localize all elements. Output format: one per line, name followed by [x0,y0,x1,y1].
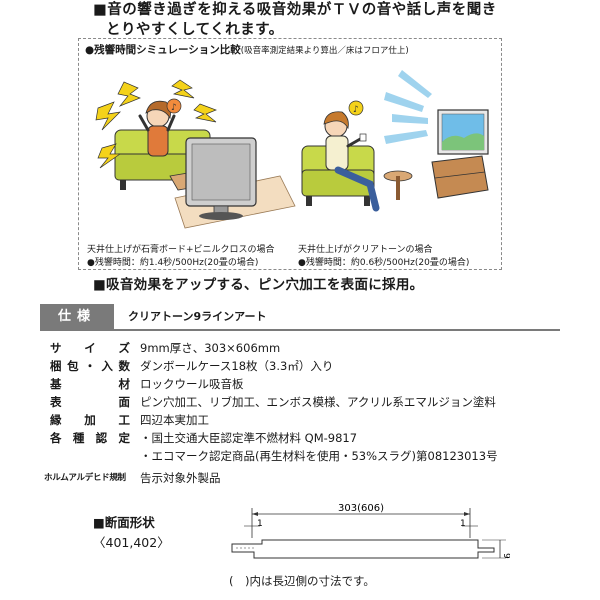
dim-total: 303(606) [338,503,384,514]
headline-line-2: とりやすくしてくれます。 [106,22,284,38]
pinhole-subhead: ■吸音効果をアップする、ピン穴加工を表面に採用。 [93,277,424,293]
simulation-note: (吸音率測定結果より算出／床はフロア仕上) [240,46,409,56]
spec-row-label: 梱包・入数 [50,358,130,374]
left-caption-1: 天井仕上げが石膏ボード+ビニルクロスの場合 [87,245,275,255]
dim-edge-left: 1 [257,519,263,529]
spec-row-label: ホルムアルデヒド規制 [44,470,126,486]
board-profile [231,539,495,559]
spec-row-label-char: 加 [84,413,96,427]
dim-thickness: 9 [501,553,510,559]
spec-row-value: ・国土交通大臣認定準不燃材料 QM-9817 [140,431,358,445]
right-tv-stand [431,155,489,199]
spec-row-label: 基材 [50,376,130,392]
spec-row-label-char: 定 [118,431,130,445]
left-caption: 天井仕上げが石膏ボード+ビニルクロスの場合 ●残響時間：約1.4秒/500Hz(… [87,244,275,270]
spec-row-label-char: 種 [72,431,85,445]
left-scene: ♪ [95,79,296,229]
spec-row-label-char: 入 [101,359,113,373]
spec-row-value: 告示対象外製品 [140,471,221,485]
left-caption-2: ●残響時間：約1.4秒/500Hz(20畳の場合) [87,258,259,268]
shock-lightning-icon [95,79,217,169]
spec-row-label-char: 基 [50,377,62,391]
svg-text:♪: ♪ [353,105,359,115]
dimension-note: ( )内は長辺側の寸法です。 [229,574,375,588]
spec-row-label-char: 包 [67,359,79,373]
svg-text:♪: ♪ [171,103,177,113]
headline: ■音の響き過ぎを抑える吸音効果がＴＶの音や話し声を聞き とりやすくしてくれます。 [93,0,533,40]
spec-row-label: 表面 [50,394,130,410]
spec-divider [40,329,560,331]
spec-row-label-char: 表 [50,395,62,409]
spec-row-label-char: ・ [84,359,96,373]
simulation-panel [78,38,502,270]
spec-label: 仕様 [40,304,114,329]
simulation-title: ●残響時間シミュレーション比較(吸音率測定結果より算出／床はフロア仕上) [85,44,409,56]
right-caption-1: 天井仕上げがクリアトーンの場合 [298,245,433,255]
spec-row-label-char: サ [50,341,62,355]
spec-row-label: 各種認定 [50,430,130,446]
spec-row-value: 四辺本実加工 [140,413,209,427]
spec-row-label: サイズ [50,340,130,356]
spec-row-value: ・エコマーク認定商品(再生材料を使用・53%スラグ)第08123013号 [140,449,498,463]
section-codes: 〈401,402〉 [93,535,170,550]
spec-row-value: 9mm厚さ、303×606mm [140,341,281,355]
spec-row-label-char: 材 [118,377,131,391]
spec-row-label-char: 各 [50,431,62,445]
section-title: ■断面形状 [93,515,155,530]
spec-row-label-char: 面 [118,395,131,409]
spec-product-name: クリアトーン9ラインアート [128,310,267,323]
spec-row-value: ピン穴加工、リブ加工、エンボス模様、アクリル系エマルジョン塗料 [140,395,496,409]
spec-row-label-char: 縁 [50,413,62,427]
spec-row-label: 縁加工 [50,412,130,428]
cross-section-diagram: 303(606) 1 1 9 [231,503,510,559]
spec-row-label-char: ホルムアルデヒド規制 [44,473,126,483]
spec-row-label-char: 認 [95,431,108,445]
music-note-icon [166,98,182,114]
reverberation-illustration: ♪ ♪ [95,70,489,229]
sound-wave-icon [384,70,432,144]
spec-row-label-char: イ [84,341,96,355]
spec-row-label-char: ズ [118,341,131,355]
dim-edge-right: 1 [460,519,466,529]
right-scene: ♪ [301,70,489,212]
right-caption: 天井仕上げがクリアトーンの場合 ●残響時間：約0.6秒/500Hz(20畳の場合… [298,244,469,270]
spec-row-value: ロックウール吸音板 [140,377,244,391]
spec-row-label-char: 梱 [50,359,62,373]
headline-line-1: ■音の響き過ぎを抑える吸音効果がＴＶの音や話し声を聞き [93,2,497,18]
spec-row-label-char: 工 [118,413,131,427]
spec-row-value: ダンボールケース18枚（3.3㎡）入り [140,359,334,373]
right-caption-2: ●残響時間：約0.6秒/500Hz(20畳の場合) [298,258,470,268]
spec-row-label-char: 数 [118,359,131,373]
